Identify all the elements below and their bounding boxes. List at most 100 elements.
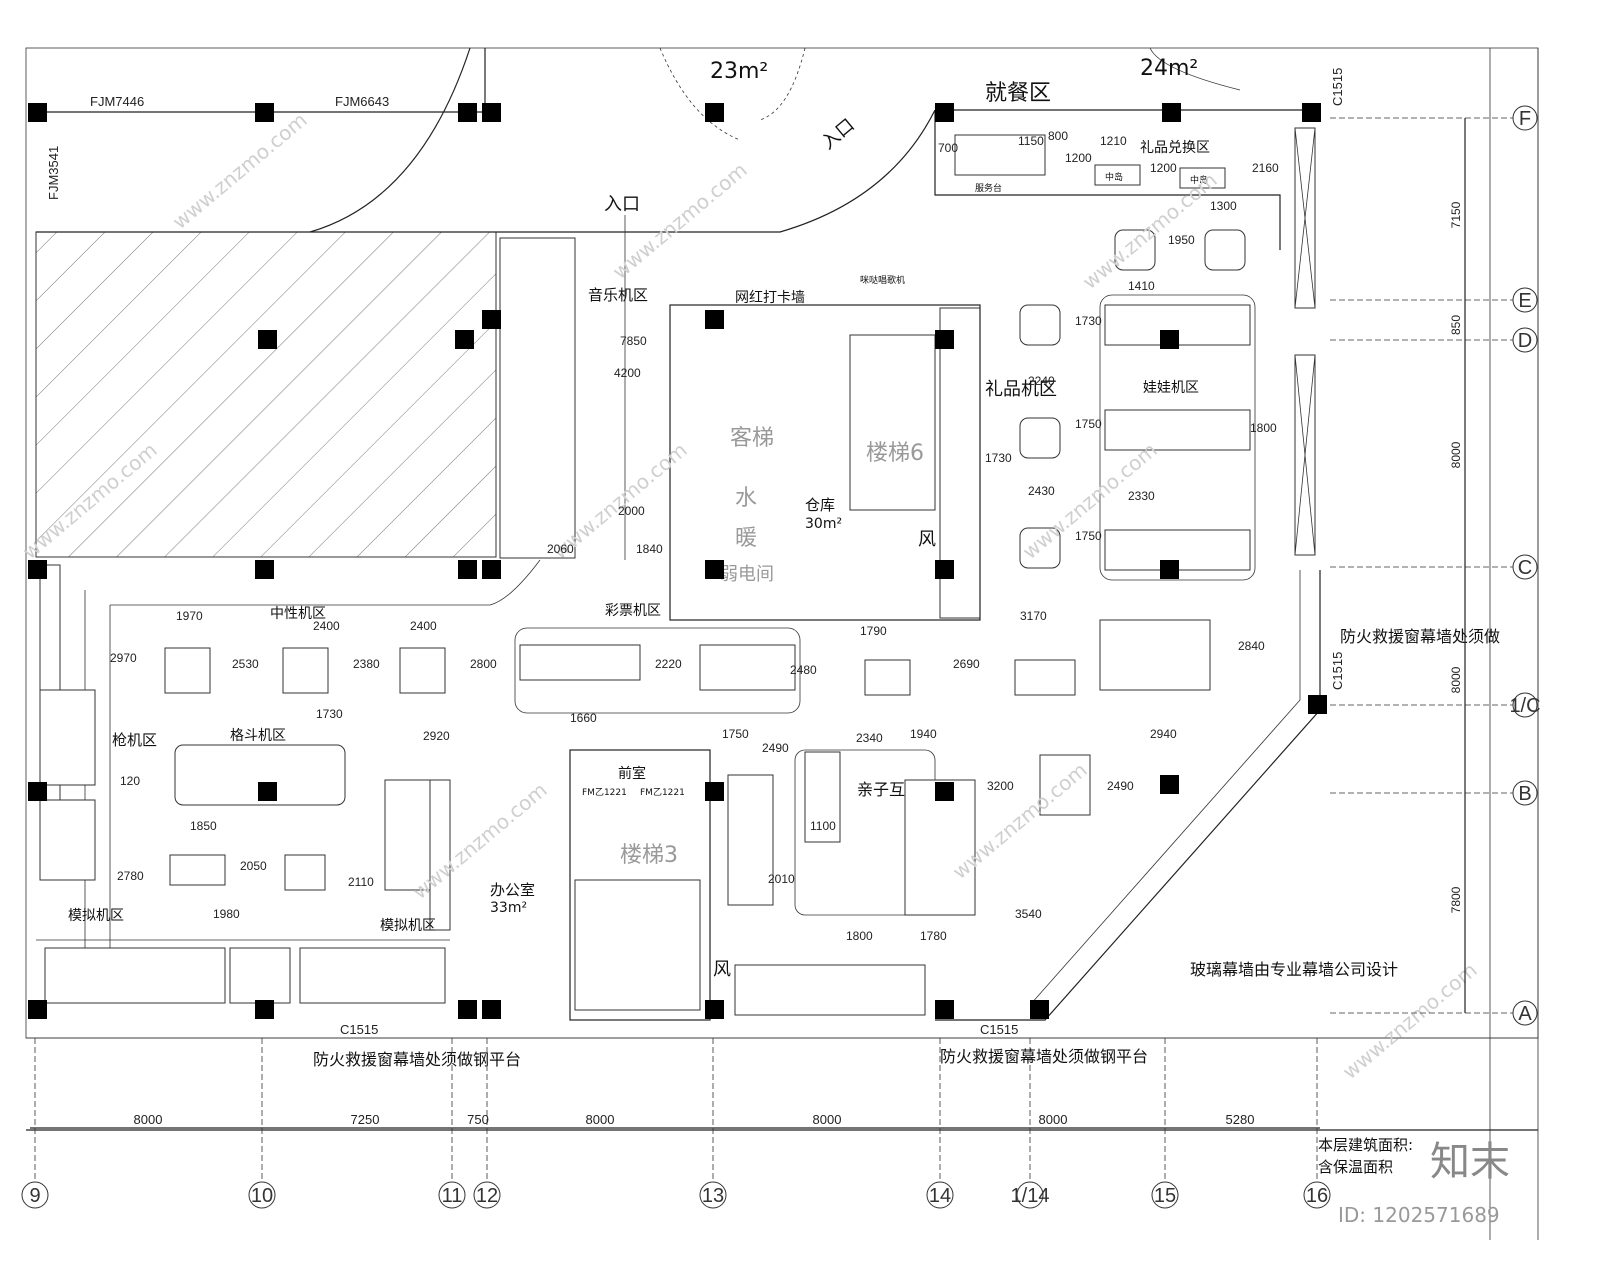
dimension-label: 1970 bbox=[176, 609, 203, 623]
dimension-label: 2050 bbox=[240, 859, 267, 873]
entrance-label: 入口 bbox=[604, 194, 640, 215]
dimension-label: 1410 bbox=[1128, 279, 1155, 293]
dimension-label: 2220 bbox=[655, 657, 682, 671]
svg-text:www.znzmo.com: www.znzmo.com bbox=[1078, 168, 1222, 294]
axis-label: A bbox=[1518, 1003, 1532, 1025]
door-code: FM乙1221 bbox=[640, 787, 685, 798]
music-machine-strip bbox=[499, 237, 576, 559]
axis-label: 13 bbox=[702, 1185, 724, 1207]
passenger-lift-label: 客梯 bbox=[730, 426, 774, 451]
entrance-label: 入口 bbox=[818, 115, 859, 154]
dimension-label: 1730 bbox=[985, 451, 1012, 465]
curved-wall-left bbox=[309, 47, 471, 233]
column bbox=[258, 782, 277, 801]
service-desk-label: 服务台 bbox=[975, 182, 1002, 194]
floor-area-note: 本层建筑面积: bbox=[1318, 1136, 1413, 1154]
island-label: 中岛 bbox=[1190, 174, 1208, 186]
dimension-label: 1150 bbox=[1018, 134, 1044, 148]
axis-label: 10 bbox=[251, 1185, 273, 1207]
neutral-zone-label: 中性机区 bbox=[270, 606, 326, 622]
column bbox=[255, 1000, 274, 1019]
dimension-label: 2060 bbox=[547, 542, 574, 556]
dimension-label: 5280 bbox=[1226, 1112, 1255, 1127]
stair3-label: 楼梯3 bbox=[620, 843, 678, 868]
dimension-label: 1660 bbox=[570, 711, 597, 725]
dimension-label: 7150 bbox=[1449, 201, 1463, 228]
dimension-label: 1100 bbox=[810, 819, 836, 833]
dimension-label: 2840 bbox=[1238, 639, 1265, 653]
dimension-label: 3540 bbox=[1015, 907, 1042, 921]
axis-label: 1/C bbox=[1509, 695, 1540, 717]
dimension-label: 1210 bbox=[1100, 134, 1127, 148]
dimension-label: 2480 bbox=[790, 663, 817, 677]
diagonal-curtain-wall bbox=[935, 570, 1321, 1021]
office-area: 33m² bbox=[490, 900, 527, 916]
photo-machine-label: 咪哒唱歌机 bbox=[860, 274, 905, 286]
window-code: C1515 bbox=[1330, 68, 1345, 106]
gift-machines-block bbox=[1099, 619, 1211, 691]
column bbox=[482, 1000, 501, 1019]
dimension-label: 3170 bbox=[1020, 609, 1047, 623]
column bbox=[705, 560, 724, 579]
axis-label: 9 bbox=[29, 1185, 40, 1207]
column bbox=[935, 1000, 954, 1019]
dimension-label: 2490 bbox=[762, 741, 789, 755]
axis-label: D bbox=[1518, 330, 1532, 352]
column bbox=[1160, 330, 1179, 349]
structural-columns bbox=[28, 103, 1327, 1019]
column bbox=[28, 560, 47, 579]
axis-label: B bbox=[1518, 783, 1531, 805]
dimension-label: 2240 bbox=[1028, 374, 1055, 388]
dimension-label: 8000 bbox=[134, 1112, 163, 1127]
column bbox=[1160, 560, 1179, 579]
dimension-label: 1980 bbox=[213, 907, 240, 921]
svg-text:www.znzmo.com: www.znzmo.com bbox=[608, 158, 752, 284]
axis-label: F bbox=[1519, 108, 1531, 130]
gun-zone-label: 枪机区 bbox=[112, 731, 157, 749]
window-code: C1515 bbox=[340, 1022, 378, 1037]
dimension-label: 1950 bbox=[1168, 233, 1195, 247]
column bbox=[458, 103, 477, 122]
dimension-label: 2330 bbox=[1128, 489, 1155, 503]
column bbox=[28, 1000, 47, 1019]
window-code: C1515 bbox=[1330, 652, 1345, 690]
dimension-label: 2970 bbox=[110, 651, 137, 665]
gift-machine-zone-label: 礼品机区 bbox=[985, 379, 1057, 400]
room-area: 24m² bbox=[1140, 56, 1198, 81]
axis-label: 11 bbox=[442, 1185, 463, 1207]
door-code: FM乙1221 bbox=[582, 787, 627, 798]
dimension-label: 2340 bbox=[856, 731, 883, 745]
axis-label: 14 bbox=[929, 1185, 951, 1207]
dimension-label: 120 bbox=[120, 774, 140, 788]
column bbox=[458, 1000, 477, 1019]
office-label: 办公室 bbox=[490, 881, 535, 899]
sim-machine-row bbox=[44, 947, 446, 1004]
dimension-label: 2400 bbox=[313, 619, 340, 633]
dimension-label: 8000 bbox=[1449, 666, 1463, 693]
dimension-label: 2430 bbox=[1028, 484, 1055, 498]
axis-label: 12 bbox=[476, 1185, 498, 1207]
stair3 bbox=[574, 879, 701, 1011]
warehouse-label: 仓库 bbox=[805, 496, 835, 514]
dimension-label: 1200 bbox=[1065, 151, 1092, 165]
dimension-label: 1800 bbox=[846, 929, 873, 943]
dimension-label: 8000 bbox=[1039, 1112, 1068, 1127]
dimension-label: 700 bbox=[938, 141, 958, 155]
dimension-label: 7250 bbox=[351, 1112, 380, 1127]
column bbox=[482, 560, 501, 579]
column bbox=[258, 330, 277, 349]
door-code: FJM7446 bbox=[90, 94, 144, 109]
dimension-label: 2530 bbox=[232, 657, 259, 671]
weak-power-label: 弱电间 bbox=[720, 564, 774, 585]
gift-exchange-label: 礼品兑换区 bbox=[1140, 139, 1210, 156]
doll-machine-rows bbox=[1104, 304, 1251, 571]
window-code: C1515 bbox=[980, 1022, 1018, 1037]
lottery-zone-label: 彩票机区 bbox=[605, 603, 661, 619]
dimension-label: 8000 bbox=[813, 1112, 842, 1127]
column bbox=[482, 310, 501, 329]
front-room-label: 前室 bbox=[618, 765, 646, 782]
sim-zone-label: 模拟机区 bbox=[380, 918, 436, 934]
warehouse-area: 30m² bbox=[805, 516, 842, 532]
